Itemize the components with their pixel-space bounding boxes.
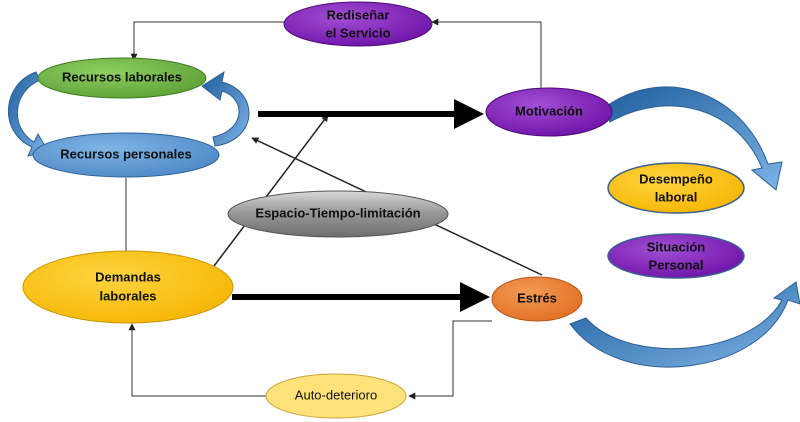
node-recursos-laborales: Recursos laborales (37, 57, 207, 99)
svg-text:el Servicio: el Servicio (325, 25, 390, 40)
connector-autodeterioro-demandas (128, 323, 266, 397)
svg-text:Auto-deterioro: Auto-deterioro (295, 387, 377, 402)
svg-text:Desempeño: Desempeño (639, 171, 713, 186)
svg-text:Situación: Situación (647, 239, 706, 254)
svg-text:Motivación: Motivación (515, 103, 583, 118)
svg-text:Recursos laborales: Recursos laborales (62, 69, 182, 84)
svg-text:Espacio-Tiempo-limitación: Espacio-Tiempo-limitación (255, 205, 420, 220)
curved-arrow-motivacion-desempeno (603, 86, 783, 191)
node-motivacion: Motivación (485, 87, 613, 137)
node-demandas-laborales: Demandas laborales (22, 250, 234, 324)
svg-text:laboral: laboral (655, 189, 698, 204)
svg-text:Personal: Personal (649, 257, 704, 272)
node-recursos-personales: Recursos personales (32, 132, 220, 178)
svg-text:Rediseñar: Rediseñar (327, 7, 390, 22)
svg-text:laborales: laborales (99, 288, 156, 303)
connector-estres-autodeterioro (408, 320, 492, 400)
node-estres: Estrés (491, 276, 583, 322)
curved-arrow-loop-top (201, 70, 250, 147)
node-situacion-personal: Situación Personal (607, 233, 745, 279)
svg-text:Demandas: Demandas (95, 269, 161, 284)
connector-motivacion-redisenar (431, 18, 542, 90)
svg-text:Recursos personales: Recursos personales (60, 146, 192, 161)
node-desempeno-laboral: Desempeño laboral (607, 162, 745, 214)
connector-redisenar-recursos-laborales (130, 21, 284, 61)
node-redisenar: Rediseñar el Servicio (283, 1, 433, 47)
node-espacio-tiempo: Espacio-Tiempo-limitación (227, 190, 449, 238)
connector-demandas-motivacion (213, 114, 329, 267)
svg-text:Estrés: Estrés (517, 290, 557, 305)
curved-arrow-estres-situacion (569, 281, 800, 368)
node-auto-deterioro: Auto-deterioro (265, 373, 407, 419)
